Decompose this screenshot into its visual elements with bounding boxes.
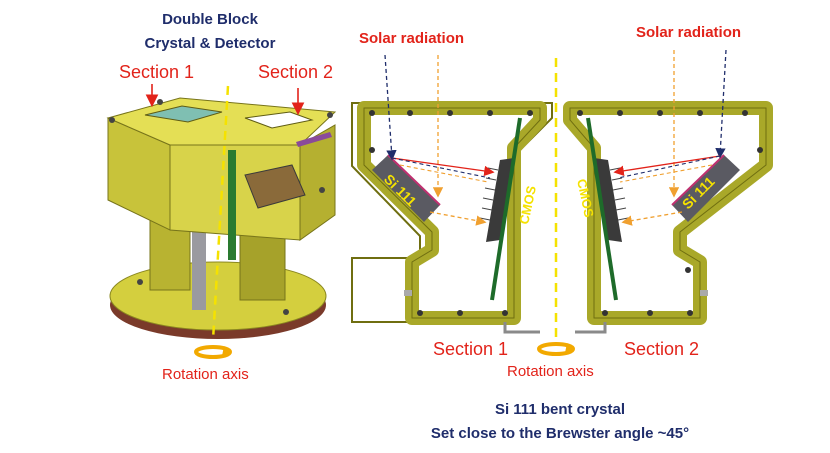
crystal-block-left bbox=[372, 154, 441, 222]
top-window-section2 bbox=[244, 111, 314, 129]
right-section1-label: Section 1 bbox=[433, 339, 509, 359]
double-block-3d-model bbox=[106, 84, 337, 359]
section1-frame bbox=[351, 101, 553, 334]
crystal-block-right bbox=[671, 154, 740, 222]
right-rotation-label: Rotation axis bbox=[507, 363, 594, 380]
purple-strip bbox=[296, 132, 332, 147]
top-window-section1 bbox=[144, 105, 223, 123]
crystal-window-3d bbox=[244, 164, 306, 209]
solar-radiation-right-label: Solar radiation bbox=[636, 24, 742, 41]
detector-board-3d bbox=[228, 150, 236, 260]
left-rotation-label: Rotation axis bbox=[162, 366, 249, 383]
title-line-1: Double Block bbox=[162, 11, 258, 28]
rotation-axis-line-left bbox=[211, 85, 230, 341]
ray-trace-left bbox=[384, 54, 495, 226]
left-section1-label: Section 1 bbox=[119, 62, 195, 82]
caption-line-1: Si 111 bent crystal bbox=[494, 401, 626, 418]
box-right-face bbox=[299, 124, 336, 241]
rotation-arrow-icon-left bbox=[194, 345, 232, 359]
caption-line-2: Set close to the Brewster angle ~45° bbox=[430, 425, 690, 442]
section2-frame bbox=[563, 101, 773, 334]
rotation-arrow-icon-right bbox=[537, 342, 575, 356]
left-section2-label: Section 2 bbox=[258, 62, 334, 82]
solar-radiation-left-label: Solar radiation bbox=[359, 30, 465, 47]
right-section2-label: Section 2 bbox=[624, 339, 700, 359]
ray-trace-right bbox=[613, 49, 727, 226]
title-line-2: Crystal & Detector bbox=[144, 35, 276, 52]
